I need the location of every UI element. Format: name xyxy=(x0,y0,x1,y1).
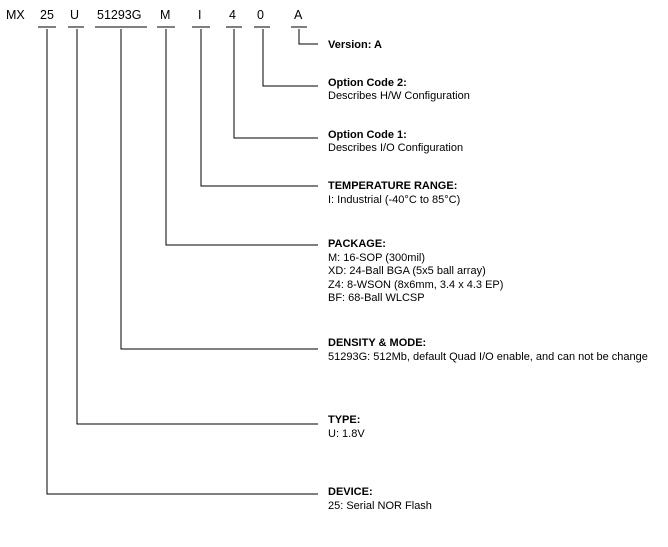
density-mode-desc: 51293G: 512Mb, default Quad I/O enable, … xyxy=(328,351,648,363)
segment-51293g: 51293G xyxy=(97,8,141,22)
option-code-2-title: Option Code 2: xyxy=(328,77,407,89)
connectors xyxy=(46,29,318,495)
connector-package xyxy=(165,29,318,246)
option-code-2-desc: Describes H/W Configuration xyxy=(328,90,470,102)
segment-i: I xyxy=(198,8,201,22)
device-title: DEVICE: xyxy=(328,486,373,498)
connector-option-code-1 xyxy=(233,29,318,139)
density-mode-title: DENSITY & MODE: xyxy=(328,337,426,349)
version-title: Version: A xyxy=(328,39,382,51)
option-code-1-title: Option Code 1: xyxy=(328,129,407,141)
type-title: TYPE: xyxy=(328,414,360,426)
package-title: PACKAGE: xyxy=(328,238,386,250)
package-line-4: BF: 68-Ball WLCSP xyxy=(328,292,425,304)
type-desc: U: 1.8V xyxy=(328,428,365,440)
package-line-1: M: 16-SOP (300mil) xyxy=(328,252,425,264)
segment-u: U xyxy=(70,8,79,22)
connector-density-mode xyxy=(120,29,318,350)
connector-device xyxy=(46,29,318,495)
field-labels: Version: A Option Code 2: Describes H/W … xyxy=(328,39,648,512)
segment-0: 0 xyxy=(257,8,264,22)
temperature-range-desc: I: Industrial (-40°C to 85°C) xyxy=(328,194,460,206)
package-line-2: XD: 24-Ball BGA (5x5 ball array) xyxy=(328,265,486,277)
temperature-range-title: TEMPERATURE RANGE: xyxy=(328,180,457,192)
connector-type xyxy=(76,29,318,425)
segment-mx: MX xyxy=(6,8,25,22)
connector-temperature-range xyxy=(200,29,318,187)
segment-m: M xyxy=(160,8,170,22)
package-line-3: Z4: 8-WSON (8x6mm, 3.4 x 4.3 EP) xyxy=(328,279,503,291)
option-code-1-desc: Describes I/O Configuration xyxy=(328,142,463,154)
segment-4: 4 xyxy=(229,8,236,22)
segment-a: A xyxy=(294,8,303,22)
part-number: MX 25 U 51293G M I 4 0 A xyxy=(6,8,303,22)
connector-version xyxy=(298,29,318,45)
device-desc: 25: Serial NOR Flash xyxy=(328,500,432,512)
segment-25: 25 xyxy=(40,8,54,22)
connector-option-code-2 xyxy=(262,29,318,87)
